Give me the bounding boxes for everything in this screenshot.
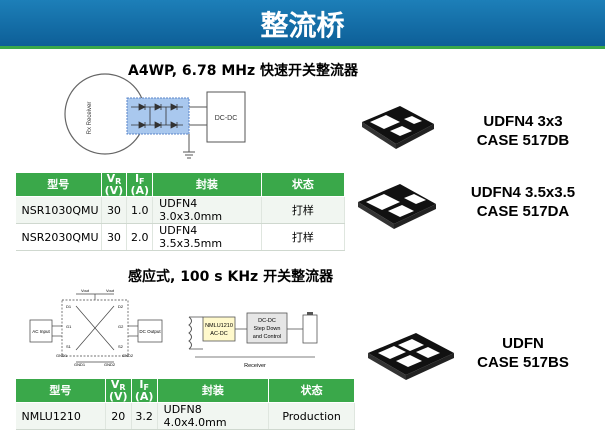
page-title: 整流桥 [260,9,345,42]
svg-text:NMLU1210: NMLU1210 [205,323,233,329]
svg-text:GND1: GND1 [56,353,68,358]
svg-text:Step Down: Step Down [254,326,281,332]
svg-text:G1: G1 [66,324,72,329]
cell-status: 打样 [261,223,346,251]
cell-if: 2.0 [126,223,154,251]
table-row: NSR1030QMU 30 1.0 UDFN4 3.0x3.0mm 打样 [15,196,346,224]
svg-text:AC-DC: AC-DC [210,331,227,337]
cell-model: NSR1030QMU [15,196,102,224]
svg-text:GND2: GND2 [122,353,134,358]
rx-receiver-label: Rx Receiver [87,102,93,135]
package-udfn4-3.5x3.5-image [358,184,436,229]
dcdc-stepdown-block [246,312,288,344]
a4wp-circuit-diagram: Rx Receiver DC-DC [64,73,246,159]
cell-status: 打样 [261,196,346,224]
header-model: 型号 [15,172,102,197]
rectifier-highlight [126,97,190,135]
cell-if: 1.0 [126,196,154,224]
header-package: 封装 [156,378,270,403]
cell-if: 3.2 [131,402,158,430]
package-udfn-517bs-image [368,333,454,380]
svg-text:S1: S1 [66,344,72,349]
header-vr: VR(V) [104,378,132,403]
header-if: IF(A) [130,378,158,403]
header-status: 状态 [268,378,355,403]
cell-package: UDFN4 3.0x3.0mm [152,196,262,224]
inductive-circuit-diagram: AC Input DC Output Vout Vout D1 D2 G1 G2… [29,288,163,367]
header-package: 封装 [152,172,262,197]
cell-status: Production [268,402,355,430]
svg-text:DC Output: DC Output [139,329,161,334]
header-if: IF(A) [126,172,154,197]
header-vr: VR(V) [100,172,128,197]
cell-model: NMLU1210 [15,402,106,430]
package-label-517db: UDFN4 3x3 CASE 517DB [476,113,570,149]
title-underline [0,46,605,49]
coil-icon [188,316,192,350]
table-header-row: 型号 VR(V) IF(A) 封装 状态 [15,378,355,403]
svg-text:D2: D2 [118,304,124,309]
dcdc-block [206,91,246,143]
title-bar: 整流桥 [0,0,605,46]
svg-text:G2: G2 [118,324,124,329]
svg-text:GND1: GND1 [74,362,86,367]
package-label-517da: UDFN4 3.5x3.5 CASE 517DA [470,184,576,220]
section2-heading: 感应式, 100 s KHz 开关整流器 [128,269,334,285]
cell-package: UDFN4 3.5x3.5mm [152,223,262,251]
svg-text:D1: D1 [66,304,72,309]
svg-text:GND2: GND2 [104,362,116,367]
diode-bridge [131,103,183,129]
package-label-517bs: UDFN CASE 517BS [477,335,569,371]
svg-text:S2: S2 [118,344,124,349]
section2-spec-table: 型号 VR(V) IF(A) 封装 状态 NMLU1210 20 3.2 UDF… [15,378,355,430]
svg-text:DC-DC: DC-DC [258,318,276,324]
section1-spec-table: 型号 VR(V) IF(A) 封装 状态 NSR1030QMU 30 1.0 U… [15,172,346,251]
header-model: 型号 [15,378,106,403]
cell-vr: 30 [101,223,128,251]
package-udfn4-3x3-image [362,106,434,149]
nmlu-chip-block [202,316,236,342]
cell-package: UDFN8 4.0x4.0mm [157,402,270,430]
svg-text:and Control: and Control [253,334,281,340]
receiver-block-diagram: NMLU1210 AC-DC DC-DC Step Down and Contr… [188,312,318,369]
svg-text:Vout: Vout [106,288,115,293]
svg-text:AC Input: AC Input [32,329,50,334]
ac-input-block [29,319,53,343]
cell-vr: 20 [105,402,132,430]
section1-heading: A4WP, 6.78 MHz 快速开关整流器 [128,63,358,79]
table-row: NSR2030QMU 30 2.0 UDFN4 3.5x3.5mm 打样 [15,223,346,251]
cell-model: NSR2030QMU [15,223,102,251]
battery-icon [302,314,318,344]
svg-text:Vout: Vout [81,288,90,293]
table-row: NMLU1210 20 3.2 UDFN8 4.0x4.0mm Producti… [15,402,355,430]
dc-output-block [137,319,163,343]
header-status: 状态 [260,172,346,197]
dcdc-label: DC-DC [215,115,238,122]
table-header-row: 型号 VR(V) IF(A) 封装 状态 [15,172,346,197]
receiver-label: Receiver [244,363,266,369]
cell-vr: 30 [101,196,128,224]
